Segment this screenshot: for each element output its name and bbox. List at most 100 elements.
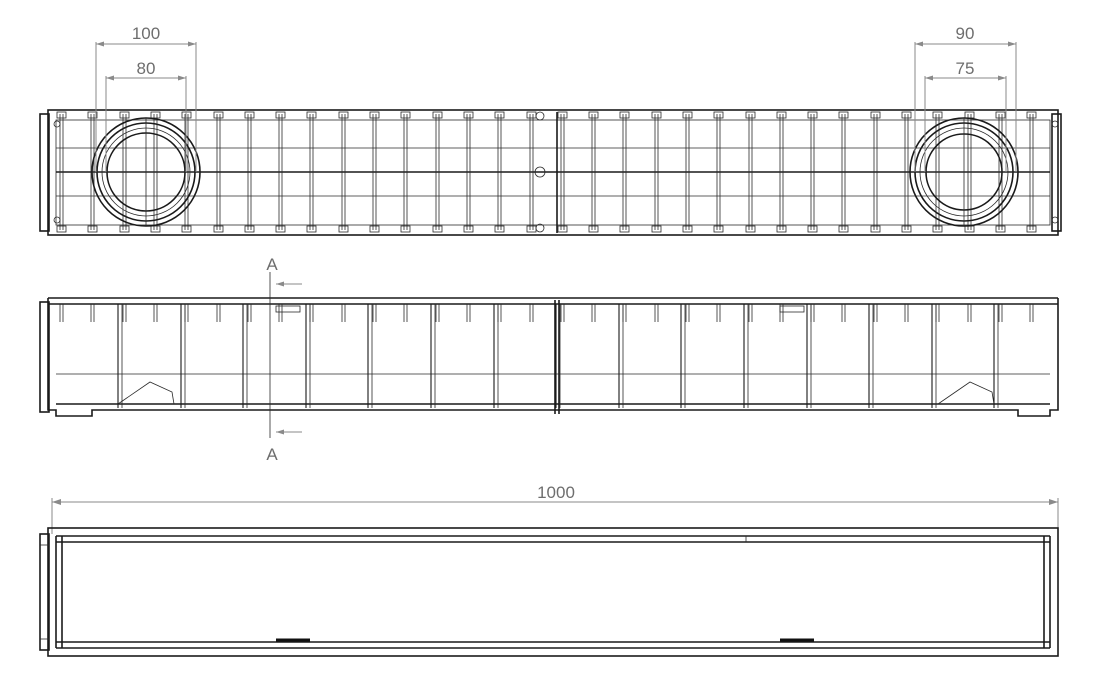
top-rib (463, 111, 474, 233)
side-rib-tab (435, 304, 440, 322)
side-view-left-endcap (39, 301, 50, 413)
top-rib (745, 111, 756, 233)
dimension-label-left-outer: 100 (132, 24, 160, 43)
top-rib (275, 111, 286, 233)
top-rib (651, 111, 662, 233)
side-rib-tab (497, 304, 502, 322)
top-view-ribs (56, 111, 1037, 233)
top-rib (870, 111, 881, 233)
dimension-left-outer: 100 (95, 24, 197, 172)
side-rib (680, 304, 686, 408)
side-rib-tab (779, 304, 784, 322)
side-rib-tab (716, 304, 721, 322)
top-rib (713, 111, 724, 233)
side-rib-tab (59, 304, 64, 322)
side-rib-tab (309, 304, 314, 322)
side-rib-tab (403, 304, 408, 322)
side-rib-tab (529, 304, 534, 322)
side-rib (993, 304, 999, 408)
side-rib (868, 304, 874, 408)
top-rib (619, 111, 630, 233)
side-view-ribs (59, 304, 1034, 408)
side-rib-tab (122, 304, 127, 322)
dimension-label-length: 1000 (537, 483, 575, 502)
top-rib (494, 111, 505, 233)
top-rib (244, 111, 255, 233)
top-rib (56, 111, 67, 233)
right-outlet (909, 117, 1019, 227)
side-rib-tab (560, 304, 565, 322)
side-rib-tab (622, 304, 627, 322)
side-rib (931, 304, 937, 408)
side-rib-tab (873, 304, 878, 322)
dimension-left-inner: 80 (105, 59, 187, 172)
side-view (39, 297, 1059, 417)
side-rib (493, 304, 499, 408)
top-rib (526, 111, 537, 233)
side-rib-tab (591, 304, 596, 322)
bottom-view: 1000 (39, 483, 1059, 657)
side-rib-tab (998, 304, 1003, 322)
side-view-outline (47, 298, 1059, 417)
side-rib-tab (216, 304, 221, 322)
side-rib (806, 304, 812, 408)
top-rib (682, 111, 693, 233)
top-rib (1026, 111, 1037, 233)
top-view-left-endcap (39, 113, 50, 232)
side-rib-tab (810, 304, 815, 322)
side-rib-tab (904, 304, 909, 322)
top-rib (557, 111, 568, 233)
side-rib-tab (153, 304, 158, 322)
right-outlet-profile (937, 381, 995, 405)
dimension-right-inner: 75 (924, 59, 1007, 172)
left-outlet (91, 117, 201, 227)
side-rib-tab (247, 304, 252, 322)
dimension-label-right-outer: 90 (956, 24, 975, 43)
top-rib (400, 111, 411, 233)
side-rib (743, 304, 749, 408)
left-outlet-profile (117, 381, 175, 405)
side-rib (430, 304, 436, 408)
top-rib (306, 111, 317, 233)
top-rib (588, 111, 599, 233)
side-rib-tab (935, 304, 940, 322)
dimension-right-outer: 90 (914, 24, 1017, 172)
side-rib-tab (685, 304, 690, 322)
bottom-view-outline (47, 527, 1059, 657)
top-rib (807, 111, 818, 233)
top-rib (838, 111, 849, 233)
top-view-outline (47, 109, 1059, 236)
side-rib-tab (841, 304, 846, 322)
side-rib-tab (748, 304, 753, 322)
side-rib-tab (466, 304, 471, 322)
top-rib (432, 111, 443, 233)
section-label-top: A (266, 255, 278, 274)
side-rib (555, 304, 561, 408)
side-rib-tab (1029, 304, 1034, 322)
bottom-view-left-endcap (39, 533, 50, 651)
side-rib (618, 304, 624, 408)
top-rib (369, 111, 380, 233)
top-view-right-endcap (1051, 113, 1062, 232)
top-view (39, 109, 1062, 236)
section-marker: A A (266, 255, 302, 464)
section-label-bottom: A (266, 445, 278, 464)
side-rib (180, 304, 186, 408)
side-rib (305, 304, 311, 408)
side-rib (242, 304, 248, 408)
side-rib-tab (967, 304, 972, 322)
side-rib-tab (341, 304, 346, 322)
top-rib (901, 111, 912, 233)
side-rib-tab (278, 304, 283, 322)
side-rib-tab (654, 304, 659, 322)
top-rib (213, 111, 224, 233)
top-rib (338, 111, 349, 233)
side-rib-tab (184, 304, 189, 322)
side-rib (117, 304, 123, 408)
side-rib-tab (90, 304, 95, 322)
dimension-label-right-inner: 75 (956, 59, 975, 78)
side-rib (367, 304, 373, 408)
side-rib-tab (372, 304, 377, 322)
top-rib (776, 111, 787, 233)
